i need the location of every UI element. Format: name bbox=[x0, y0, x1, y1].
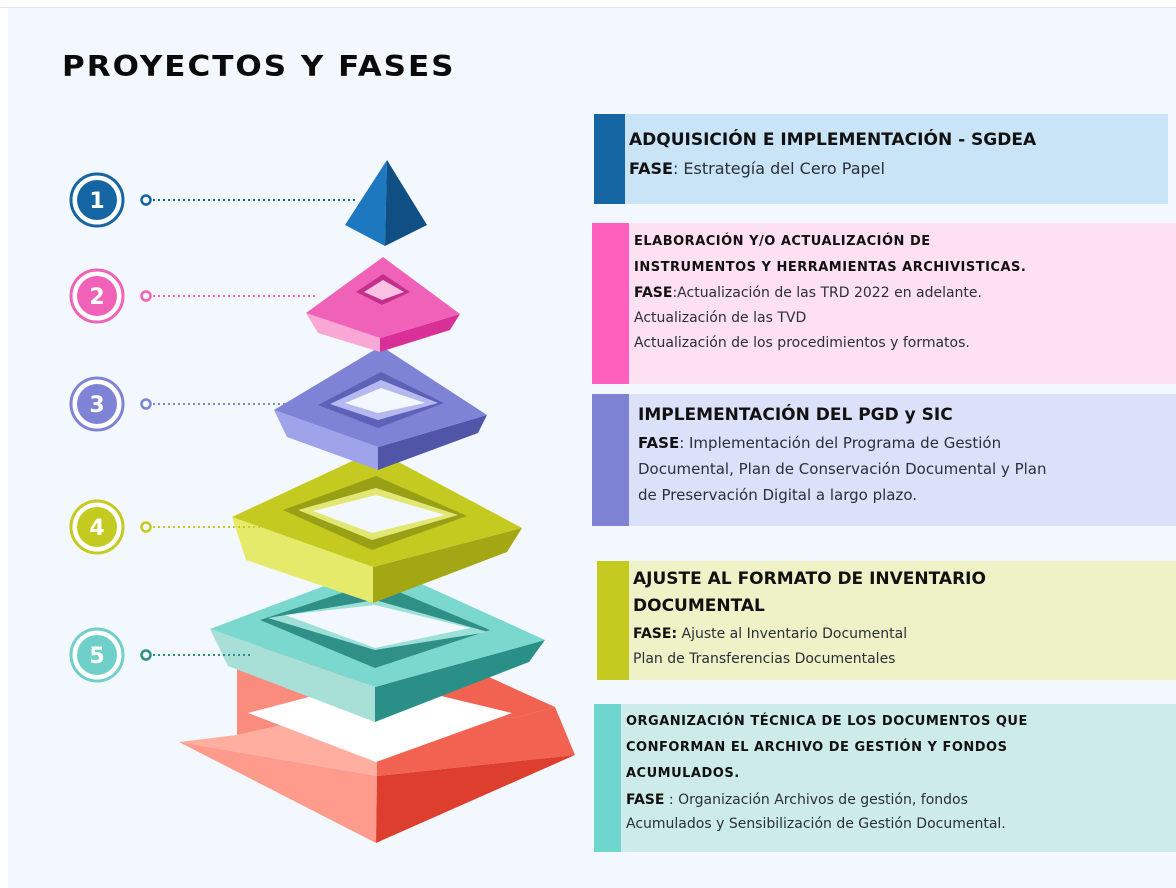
card-heading-line-2: DOCUMENTAL bbox=[633, 596, 765, 616]
card-accent-bar bbox=[594, 114, 625, 204]
card-instrumentos: ELABORACIÓN Y/O ACTUALIZACIÓN DE INSTRUM… bbox=[592, 223, 1176, 384]
card-phase-line: FASE : Organización Archivos de gestión,… bbox=[626, 792, 968, 808]
pyramid-level-4-olive bbox=[232, 450, 522, 603]
phase-label: FASE bbox=[638, 434, 680, 452]
phase-text: : Implementación del Programa de Gestión bbox=[679, 434, 1002, 452]
card-phase-line: FASE: Implementación del Programa de Ges… bbox=[638, 434, 1001, 452]
card-accent-bar bbox=[592, 394, 629, 526]
pyramid-level-3-purple bbox=[274, 346, 487, 470]
card-heading-line-2: INSTRUMENTOS Y HERRAMIENTAS ARCHIVISTICA… bbox=[634, 260, 1027, 275]
step-badge-3: 3 bbox=[69, 376, 125, 432]
step-number-1: 1 bbox=[89, 189, 104, 214]
card-heading: IMPLEMENTACIÓN DEL PGD y SIC bbox=[638, 405, 953, 425]
step-badge-5: 5 bbox=[69, 627, 125, 683]
step-number-2: 2 bbox=[89, 285, 104, 310]
card-text-line-2: Plan de Transferencias Documentales bbox=[633, 651, 896, 667]
connector-4 bbox=[140, 521, 270, 533]
card-text-line-2: Documental, Plan de Conservación Documen… bbox=[638, 460, 1047, 478]
card-heading-line-2: CONFORMAN EL ARCHIVO DE GESTIÓN Y FONDOS bbox=[626, 740, 1008, 755]
card-body: IMPLEMENTACIÓN DEL PGD y SIC FASE: Imple… bbox=[629, 394, 1176, 526]
card-text-line-3: Actualización de los procedimientos y fo… bbox=[634, 335, 970, 351]
phase-text: :Actualización de las TRD 2022 en adelan… bbox=[672, 285, 982, 301]
card-accent-bar bbox=[594, 704, 621, 852]
step-number-4: 4 bbox=[89, 516, 104, 541]
pyramid-level-6-red bbox=[179, 625, 575, 843]
card-heading-line-1: AJUSTE AL FORMATO DE INVENTARIO bbox=[633, 569, 986, 589]
connector-1 bbox=[140, 194, 358, 206]
card-body: AJUSTE AL FORMATO DE INVENTARIO DOCUMENT… bbox=[629, 561, 1176, 680]
card-accent-bar bbox=[592, 223, 629, 384]
pyramid-level-2-pink bbox=[306, 257, 460, 352]
top-border bbox=[0, 0, 1176, 8]
card-heading-line-1: ELABORACIÓN Y/O ACTUALIZACIÓN DE bbox=[634, 234, 931, 249]
card-accent-bar bbox=[597, 561, 629, 680]
card-text-line-3: de Preservación Digital a largo plazo. bbox=[638, 486, 918, 504]
card-heading-line-3: ACUMULADOS. bbox=[626, 766, 740, 781]
phase-label: FASE bbox=[626, 792, 665, 808]
phase-label: FASE bbox=[634, 285, 673, 301]
step-number-3: 3 bbox=[89, 393, 104, 418]
pyramid-level-5-teal bbox=[210, 565, 545, 722]
card-text-line-2: Actualización de las TVD bbox=[634, 310, 807, 326]
phase-text: Ajuste al Inventario Documental bbox=[677, 626, 908, 642]
card-body: ELABORACIÓN Y/O ACTUALIZACIÓN DE INSTRUM… bbox=[629, 223, 1176, 384]
step-number-5: 5 bbox=[89, 644, 104, 669]
phase-text: : Estrategía del Cero Papel bbox=[672, 159, 885, 178]
card-body: ADQUISICIÓN E IMPLEMENTACIÓN - SGDEA FAS… bbox=[625, 114, 1168, 204]
page-title: PROYECTOS Y FASES bbox=[62, 50, 456, 84]
card-text-line-2: Acumulados y Sensibilización de Gestión … bbox=[626, 816, 1006, 832]
connector-5 bbox=[140, 649, 250, 661]
phase-text: : Organización Archivos de gestión, fond… bbox=[664, 792, 968, 808]
connector-3 bbox=[140, 398, 298, 410]
phase-label: FASE bbox=[629, 159, 673, 178]
step-badge-1: 1 bbox=[69, 172, 125, 228]
step-badge-2: 2 bbox=[69, 268, 125, 324]
card-sgdea: ADQUISICIÓN E IMPLEMENTACIÓN - SGDEA FAS… bbox=[594, 114, 1168, 204]
card-heading-line-1: ORGANIZACIÓN TÉCNICA DE LOS DOCUMENTOS Q… bbox=[626, 714, 1028, 729]
card-pgd-sic: IMPLEMENTACIÓN DEL PGD y SIC FASE: Imple… bbox=[592, 394, 1176, 526]
phase-label: FASE: bbox=[633, 626, 678, 642]
card-phase-line: FASE: Ajuste al Inventario Documental bbox=[633, 626, 907, 642]
card-phase-line: FASE:Actualización de las TRD 2022 en ad… bbox=[634, 285, 982, 301]
card-body: ORGANIZACIÓN TÉCNICA DE LOS DOCUMENTOS Q… bbox=[621, 704, 1176, 852]
connector-2 bbox=[140, 290, 316, 302]
card-heading: ADQUISICIÓN E IMPLEMENTACIÓN - SGDEA bbox=[629, 130, 1037, 150]
card-phase-line: FASE: Estrategía del Cero Papel bbox=[629, 159, 885, 178]
pyramid-level-1-blue bbox=[345, 160, 427, 246]
card-inventario: AJUSTE AL FORMATO DE INVENTARIO DOCUMENT… bbox=[597, 561, 1176, 680]
step-badge-4: 4 bbox=[69, 499, 125, 555]
card-organizacion: ORGANIZACIÓN TÉCNICA DE LOS DOCUMENTOS Q… bbox=[594, 704, 1176, 852]
